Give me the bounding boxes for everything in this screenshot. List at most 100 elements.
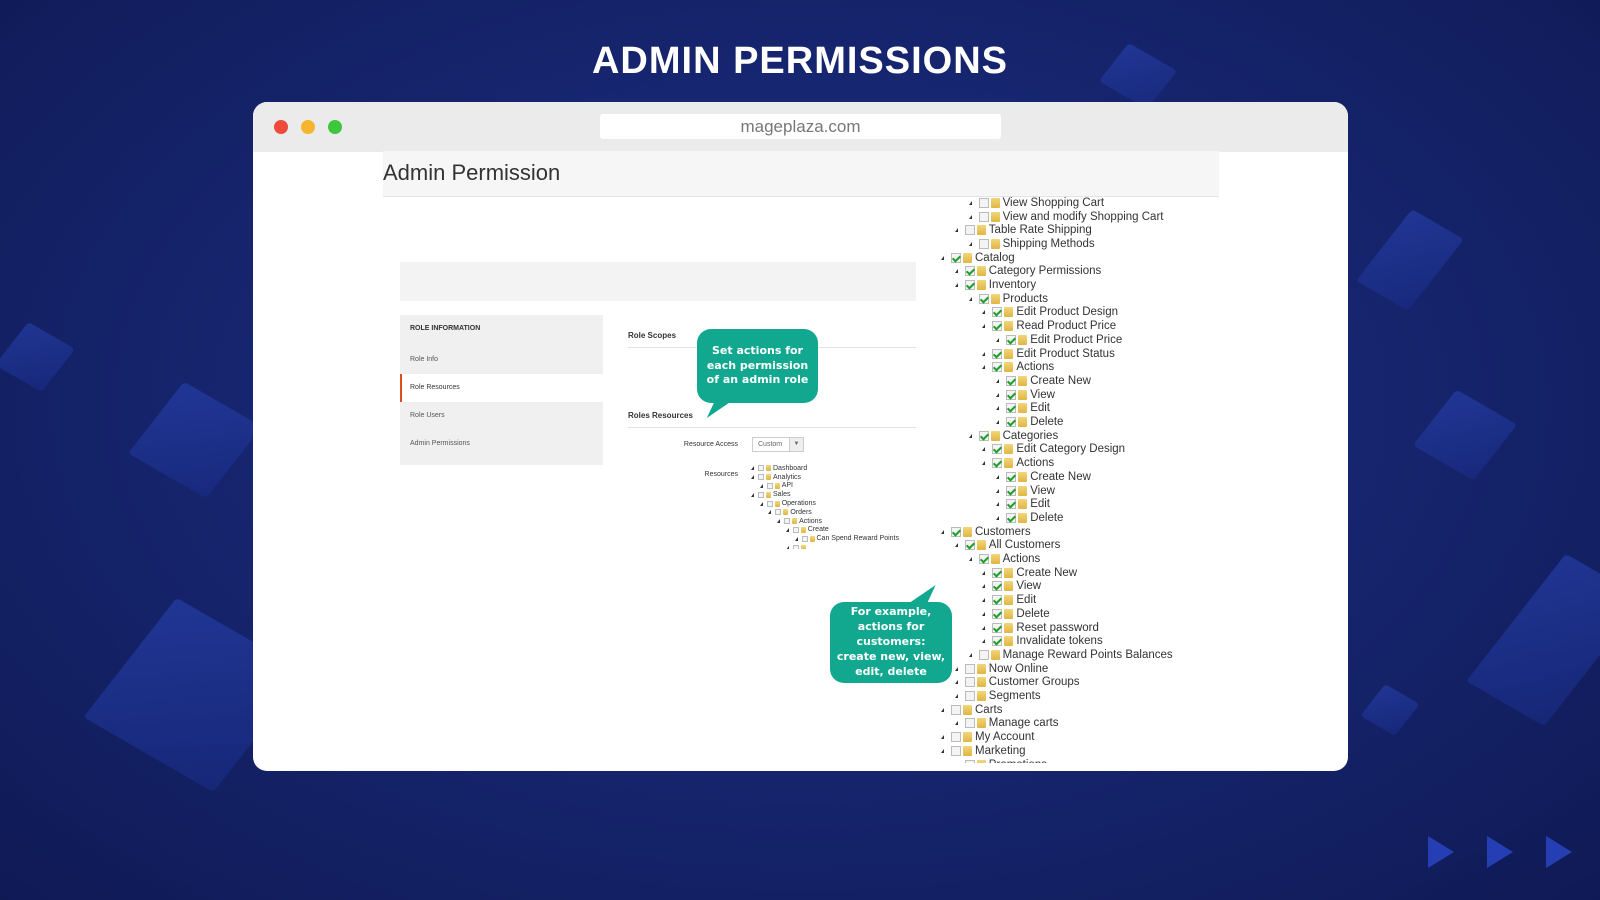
expand-arrow-icon[interactable] <box>968 433 972 438</box>
tree-node[interactable]: Edit Product Price <box>996 333 1122 347</box>
expand-arrow-icon[interactable] <box>982 324 986 329</box>
expand-arrow-icon[interactable] <box>768 510 772 515</box>
tree-node[interactable]: Actions <box>777 517 822 526</box>
expand-arrow-icon[interactable] <box>941 529 944 534</box>
tree-node[interactable]: Invalidate tokens <box>982 634 1103 648</box>
tree-checkbox[interactable] <box>964 663 975 674</box>
tree-node[interactable]: Delete <box>996 511 1063 525</box>
tree-checkbox[interactable] <box>992 567 1003 578</box>
tree-checkbox[interactable] <box>1006 499 1017 510</box>
tree-node[interactable]: Shipping Methods <box>968 237 1095 251</box>
tree-checkbox[interactable] <box>978 649 989 660</box>
expand-arrow-icon[interactable] <box>996 406 1000 411</box>
expand-arrow-icon[interactable] <box>954 228 958 233</box>
expand-arrow-icon[interactable] <box>759 501 763 506</box>
expand-arrow-icon[interactable] <box>982 351 986 356</box>
tree-node[interactable]: Operations <box>759 499 816 508</box>
tree-checkbox[interactable] <box>992 581 1003 592</box>
tree-checkbox[interactable] <box>992 622 1003 633</box>
tree-checkbox[interactable] <box>951 704 961 715</box>
tree-checkbox[interactable] <box>992 608 1003 619</box>
expand-arrow-icon[interactable] <box>954 694 958 699</box>
tree-checkbox[interactable] <box>992 321 1003 332</box>
tree-checkbox[interactable] <box>964 540 975 551</box>
expand-arrow-icon[interactable] <box>968 652 972 657</box>
tree-node[interactable]: Marketing <box>941 744 1026 758</box>
expand-arrow-icon[interactable] <box>982 365 986 370</box>
tree-node[interactable]: Reset password <box>982 621 1099 635</box>
expand-arrow-icon[interactable] <box>954 543 958 548</box>
expand-arrow-icon[interactable] <box>968 200 972 205</box>
expand-arrow-icon[interactable] <box>982 584 986 589</box>
expand-arrow-icon[interactable] <box>996 378 1000 383</box>
tree-checkbox[interactable] <box>951 252 961 263</box>
tree-checkbox[interactable] <box>758 474 764 481</box>
resource-access-select[interactable]: Custom▼ <box>752 437 804 452</box>
expand-arrow-icon[interactable] <box>996 502 1000 507</box>
tree-checkbox[interactable] <box>992 458 1003 469</box>
tree-checkbox[interactable] <box>766 482 773 489</box>
expand-arrow-icon[interactable] <box>982 461 986 466</box>
tree-checkbox[interactable] <box>992 444 1003 455</box>
tree-node[interactable]: Products <box>968 292 1048 306</box>
tree-checkbox[interactable] <box>992 362 1003 373</box>
tree-node[interactable]: Customers <box>941 525 1031 539</box>
expand-arrow-icon[interactable] <box>941 748 944 753</box>
tree-node[interactable]: Create New <box>996 374 1091 388</box>
tree-checkbox[interactable] <box>1006 485 1017 496</box>
tree-checkbox[interactable] <box>964 266 975 277</box>
tree-node[interactable]: View Shopping Cart <box>968 196 1104 210</box>
tree-checkbox[interactable] <box>1006 389 1017 400</box>
expand-arrow-icon[interactable] <box>785 527 789 532</box>
tree-checkbox[interactable] <box>964 691 975 702</box>
expand-arrow-icon[interactable] <box>751 466 754 471</box>
tree-checkbox[interactable] <box>758 491 764 498</box>
expand-arrow-icon[interactable] <box>954 269 958 274</box>
tree-checkbox[interactable] <box>951 526 961 537</box>
tree-checkbox[interactable] <box>1006 417 1017 428</box>
tree-node[interactable]: API <box>759 482 793 491</box>
expand-arrow-icon[interactable] <box>785 545 789 549</box>
tree-node[interactable]: Edit <box>996 402 1050 416</box>
tree-node[interactable]: Edit <box>996 497 1050 511</box>
tree-node[interactable]: Segments <box>954 689 1041 703</box>
expand-arrow-icon[interactable] <box>954 721 958 726</box>
tree-node[interactable]: View <box>996 388 1055 402</box>
minimize-window-dot[interactable] <box>301 120 315 134</box>
expand-arrow-icon[interactable] <box>996 392 1000 397</box>
tree-node[interactable]: Promotions <box>954 758 1047 763</box>
expand-arrow-icon[interactable] <box>996 474 1000 479</box>
expand-arrow-icon[interactable] <box>982 310 986 315</box>
tree-node[interactable]: Create <box>785 526 829 535</box>
expand-arrow-icon[interactable] <box>968 241 972 246</box>
expand-arrow-icon[interactable] <box>954 680 958 685</box>
tree-node[interactable]: Analytics <box>751 473 801 482</box>
expand-arrow-icon[interactable] <box>996 420 1000 425</box>
tree-node[interactable]: Create New <box>982 566 1077 580</box>
tree-node[interactable]: Table Rate Shipping <box>954 223 1092 237</box>
sidebar-item-role-users[interactable]: Role Users <box>410 412 445 419</box>
tree-checkbox[interactable] <box>951 732 961 743</box>
expand-arrow-icon[interactable] <box>968 214 972 219</box>
expand-arrow-icon[interactable] <box>996 488 1000 493</box>
tree-node[interactable]: Categories <box>968 429 1058 443</box>
close-window-dot[interactable] <box>274 120 288 134</box>
tree-node[interactable]: Sales <box>751 490 791 499</box>
tree-checkbox[interactable] <box>1006 471 1017 482</box>
tree-checkbox[interactable] <box>978 293 989 304</box>
tree-checkbox[interactable] <box>1006 375 1017 386</box>
tree-checkbox[interactable] <box>964 280 975 291</box>
tree-checkbox[interactable] <box>951 745 961 756</box>
tree-checkbox[interactable] <box>784 518 791 525</box>
expand-arrow-icon[interactable] <box>751 492 754 497</box>
tree-node[interactable]: Read Product Price <box>982 319 1116 333</box>
sidebar-item-role-resources[interactable]: Role Resources <box>400 374 603 402</box>
tree-node[interactable] <box>785 543 808 549</box>
tree-node[interactable]: Delete <box>996 415 1063 429</box>
expand-arrow-icon[interactable] <box>941 255 944 260</box>
tree-node[interactable]: Inventory <box>954 278 1036 292</box>
tree-checkbox[interactable] <box>992 348 1003 359</box>
tree-node[interactable]: View and modify Shopping Cart <box>968 210 1163 224</box>
expand-arrow-icon[interactable] <box>982 639 986 644</box>
tree-node[interactable]: Create New <box>996 470 1091 484</box>
